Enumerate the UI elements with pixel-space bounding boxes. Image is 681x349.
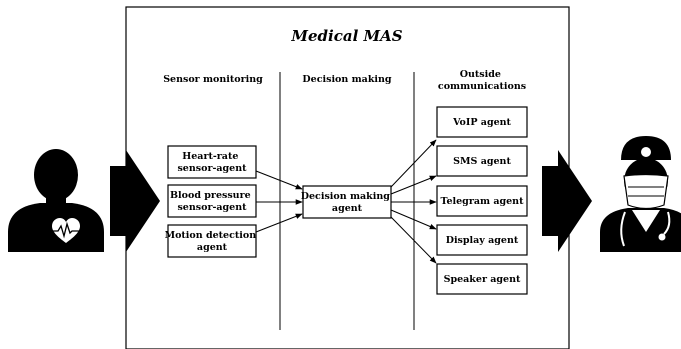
svg-text:Motion detection agent: Motion detection agent <box>165 230 260 253</box>
output-box-telegram: Telegram agent <box>436 185 528 217</box>
column-heading-sensor-monitoring: Sensor monitoring <box>163 74 263 85</box>
output-box-voip: VoIP agent <box>436 106 528 138</box>
output-arrow-icon <box>542 150 592 252</box>
sensor-box-blood-pressure: Blood pressure sensor-agent <box>167 184 257 218</box>
diagram-title: Medical MAS <box>290 27 402 45</box>
column-heading-outside-communications: Outside communications <box>438 69 526 92</box>
svg-text:SMS agent: SMS agent <box>453 156 511 167</box>
svg-text:Speaker agent: Speaker agent <box>444 274 521 285</box>
svg-text:Heart-rate sensor-agent: Heart-rate sensor-agent <box>177 151 247 174</box>
column-heading-decision-making: Decision making <box>302 74 391 85</box>
decision-making-box: Decision making agent <box>301 185 393 219</box>
arrow-decision-to-display <box>390 209 437 230</box>
arrow-motion-to-decision <box>255 213 303 233</box>
sensor-box-heart-rate: Heart-rate sensor-agent <box>167 145 257 179</box>
output-box-speaker: Speaker agent <box>436 263 528 295</box>
svg-text:VoIP agent: VoIP agent <box>452 117 511 128</box>
patient-with-heart-icon <box>8 149 104 252</box>
input-arrow-icon <box>110 150 160 252</box>
doctor-icon <box>600 136 681 252</box>
arrow-decision-to-sms <box>390 175 437 195</box>
arrow-heart-rate-to-decision <box>255 170 303 190</box>
svg-text:Blood pressure sensor-ag: Blood pressure sensor-agent <box>170 190 254 213</box>
svg-text:Decision making agent: Decision making agent <box>301 191 393 214</box>
arrow-decision-to-speaker <box>390 216 437 264</box>
output-box-sms: SMS agent <box>436 145 528 177</box>
svg-text:Telegram agent: Telegram agent <box>441 196 525 207</box>
svg-text:Display agent: Display agent <box>446 235 519 246</box>
output-box-display: Display agent <box>436 224 528 256</box>
arrow-decision-to-voip <box>390 139 437 188</box>
sensor-box-motion-detection: Motion detection agent <box>165 224 260 258</box>
